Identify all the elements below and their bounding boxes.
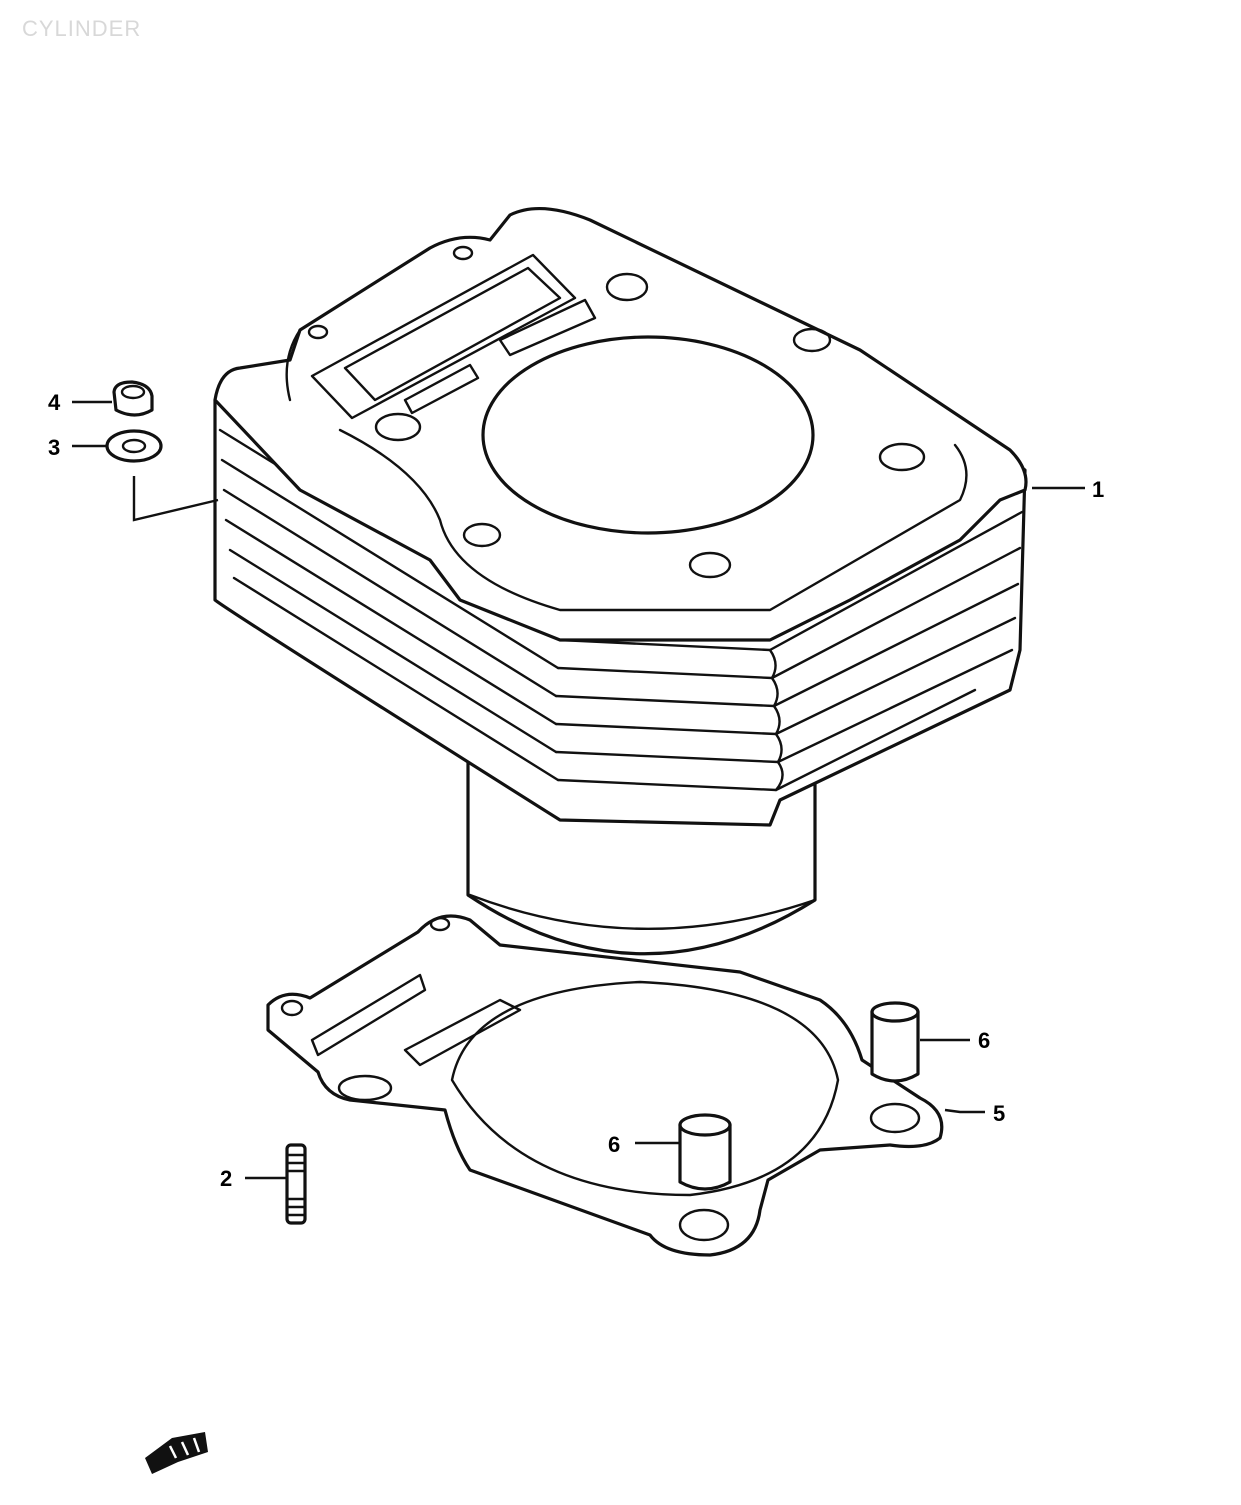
dowel-pin-right — [870, 1001, 920, 1083]
page-title: CYLINDER — [22, 16, 142, 41]
callout-5: 5 — [993, 1101, 1005, 1126]
callout-4: 4 — [48, 390, 61, 415]
cylinder-block — [213, 207, 1028, 956]
stud-bolt — [285, 1143, 307, 1225]
callout-2: 2 — [220, 1166, 232, 1191]
callout-1: 1 — [1092, 477, 1104, 502]
dowel-pin-front — [678, 1113, 732, 1191]
washer — [105, 429, 163, 463]
front-arrow-icon — [145, 1432, 208, 1474]
cap-nut — [112, 380, 154, 417]
callouts: 1 2 3 4 5 6 6 — [48, 390, 1104, 1191]
callout-6a: 6 — [978, 1028, 990, 1053]
leader-lines — [72, 400, 1085, 1180]
callout-6b: 6 — [608, 1132, 620, 1157]
callout-3: 3 — [48, 435, 60, 460]
base-gasket — [266, 914, 944, 1257]
